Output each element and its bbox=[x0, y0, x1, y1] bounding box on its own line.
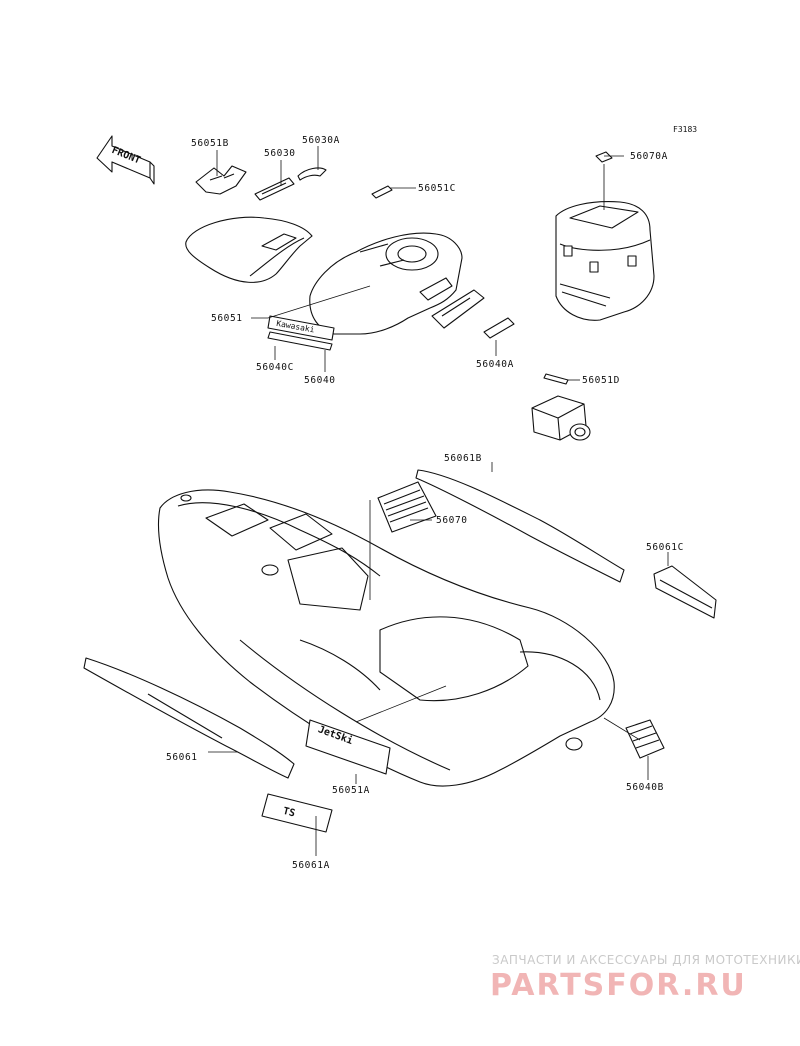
part-label-56061[interactable]: 56061 bbox=[166, 752, 198, 763]
part-label-56070a[interactable]: 56070A bbox=[630, 151, 668, 162]
decal-kawasaki-icon: Kawasaki bbox=[267, 315, 335, 351]
stripe-56061b-icon bbox=[415, 469, 625, 583]
part-label-56061a[interactable]: 56061A bbox=[292, 860, 330, 871]
part-label-56051[interactable]: 56051 bbox=[211, 313, 243, 324]
part-label-56061b[interactable]: 56061B bbox=[444, 453, 482, 464]
part-label-56061c[interactable]: 56061C bbox=[646, 542, 684, 553]
watermark-logo: PARTSFOR.RU bbox=[490, 968, 747, 1003]
part-label-56040b[interactable]: 56040B bbox=[626, 782, 664, 793]
part-label-56040c[interactable]: 56040C bbox=[256, 362, 294, 373]
watermark-tagline: ЗАПЧАСТИ И АКСЕССУАРЫ ДЛЯ МОТОТЕХНИКИ bbox=[492, 953, 800, 967]
front-arrow-icon: FRONT bbox=[96, 135, 155, 185]
figure-code: F3183 bbox=[673, 125, 697, 134]
part-label-56030[interactable]: 56030 bbox=[264, 148, 296, 159]
part-label-56040a[interactable]: 56040A bbox=[476, 359, 514, 370]
leader-lines bbox=[208, 146, 669, 856]
part-label-56051b[interactable]: 56051B bbox=[191, 138, 229, 149]
decal-56070a-icon bbox=[595, 151, 613, 163]
part-label-56051d[interactable]: 56051D bbox=[582, 375, 620, 386]
vent-decal-56040b-icon bbox=[625, 719, 665, 759]
decal-56051b-icon bbox=[195, 165, 247, 195]
stripe-56061-icon bbox=[83, 657, 295, 779]
part-label-56030a[interactable]: 56030A bbox=[302, 135, 340, 146]
seat-part-icon bbox=[185, 216, 313, 283]
part-label-56051a[interactable]: 56051A bbox=[332, 785, 370, 796]
stripe-56061c-icon bbox=[653, 565, 717, 619]
ts-decal-56061a-icon: TS bbox=[261, 793, 333, 833]
decal-56051d-icon bbox=[543, 373, 569, 385]
decal-56051c-icon bbox=[371, 185, 393, 199]
box-56051d-part-icon bbox=[531, 395, 591, 441]
decal-56040a-icon bbox=[431, 289, 515, 339]
part-label-56051c[interactable]: 56051C bbox=[418, 183, 456, 194]
svg-text:TS: TS bbox=[282, 806, 296, 820]
vent-decal-56070-icon bbox=[377, 481, 437, 533]
decal-56030a-icon bbox=[297, 167, 327, 181]
hull-part-icon bbox=[157, 489, 615, 787]
part-label-56070[interactable]: 56070 bbox=[436, 515, 468, 526]
decal-56030-icon bbox=[254, 177, 295, 201]
engine-cover-part-icon bbox=[309, 232, 463, 335]
part-label-56040[interactable]: 56040 bbox=[304, 375, 336, 386]
fuel-tank-part-icon bbox=[555, 201, 655, 321]
